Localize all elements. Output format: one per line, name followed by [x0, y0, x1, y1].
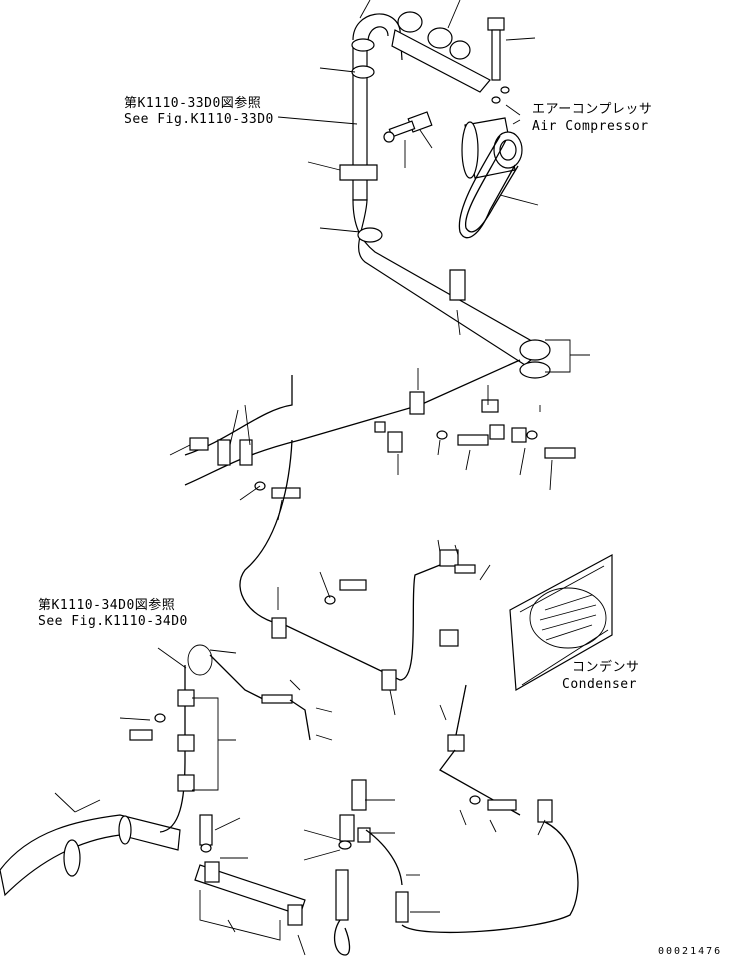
condenser-label-english: Condenser — [562, 677, 637, 692]
upper-hose — [339, 11, 551, 379]
air-compressor-label-english: Air Compressor — [532, 119, 649, 134]
condenser-hose — [239, 439, 476, 691]
document-number: 00021476 — [658, 946, 723, 957]
middle-clamps — [184, 359, 576, 499]
reference-33d0-japanese: 第K1110-33D0図参照 — [124, 96, 262, 111]
air-compressor-label-japanese: エアーコンプレッサ — [532, 102, 653, 117]
lower-left-assembly — [0, 644, 311, 926]
reference-33d0-english: See Fig.K1110-33D0 — [124, 112, 274, 127]
leader-lines — [54, 0, 590, 956]
receiver-drier-assembly — [333, 684, 579, 956]
reference-34d0-english: See Fig.K1110-34D0 — [38, 614, 188, 629]
air-compressor-drawing — [458, 117, 523, 239]
condenser-label-japanese: コンデンサ — [572, 660, 640, 675]
top-bolts — [383, 17, 510, 143]
condenser-drawing — [509, 553, 613, 691]
reference-34d0-japanese: 第K1110-34D0図参照 — [38, 598, 176, 613]
